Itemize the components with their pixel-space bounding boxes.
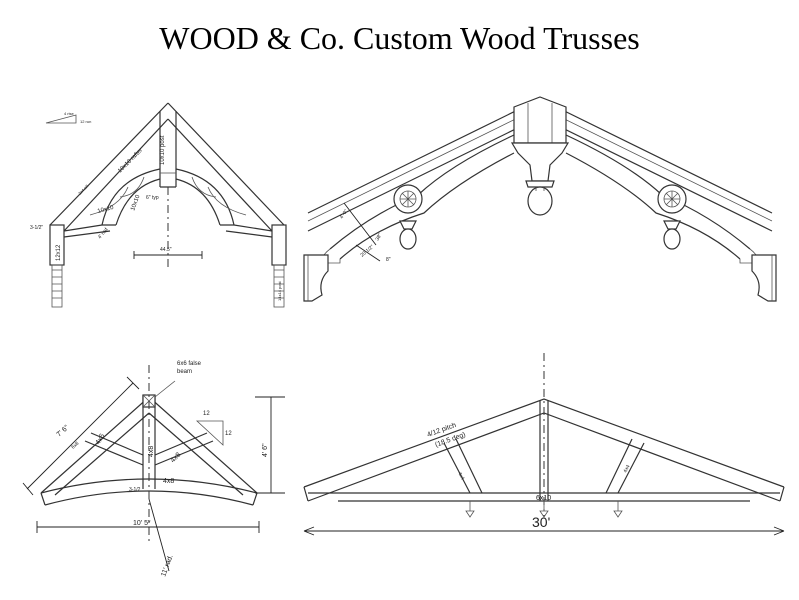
height-label: 4' 6": [262, 443, 269, 457]
span-label: 10' 5": [133, 520, 151, 527]
posts: [49, 224, 287, 308]
center-king-post: [510, 96, 570, 216]
bolt-hangers: [465, 501, 623, 518]
upper-braces: [89, 176, 247, 216]
ornamental-truss-drawing: 4'-0" 20 1/2" 38" 8": [303, 96, 777, 302]
dim-label-c: 38": [375, 232, 384, 242]
right-corbel: [751, 254, 777, 302]
strut-label-2: 4x4: [622, 464, 631, 474]
pitch-note-label: 4 rise: [64, 111, 75, 116]
dim-label-d: 8": [386, 257, 391, 263]
span-label: 30': [532, 514, 550, 530]
struts: [84, 432, 214, 466]
struts: [443, 438, 645, 494]
rafters: [49, 102, 285, 232]
tie-label: 4x8: [163, 478, 174, 485]
arch-radius-label: 4' rad: [97, 227, 110, 240]
pitch-run-label: 12: [225, 431, 232, 437]
overhang-label: 3-1/2": [30, 225, 43, 231]
tie-dimension-label: 3-1/2: [129, 487, 141, 493]
left-post-label: 12x12: [56, 244, 62, 261]
queen-truss-drawing: 4/12 pitch (18.5 deg) 4x4 4x4 6x10 30': [303, 353, 785, 536]
right-rosette: [657, 184, 687, 250]
arch-braces: [101, 168, 235, 226]
pitch-indicator: 4 rise 12 run: [45, 111, 91, 124]
rafter-length-label: 7' 6": [56, 424, 71, 439]
pitch-rise-label: 12: [203, 411, 210, 417]
left-rosette: [393, 184, 423, 250]
left-corbel: [303, 254, 329, 302]
brace-label: 10x10: [130, 194, 141, 212]
tie-label: 10x10: [97, 205, 115, 215]
radius-label: 11' rad.: [160, 554, 174, 578]
strut-label: 4x4: [456, 471, 465, 481]
false-beam-label-2: beam: [177, 369, 192, 375]
tie-label: 6x10: [536, 495, 551, 502]
page-title: WOOD & Co. Custom Wood Trusses: [159, 20, 640, 56]
king-post-truss-drawing: 4 rise 12 run: [30, 102, 287, 308]
pitch-note-label-2: 12 run: [80, 119, 91, 124]
rafter-size-label: 6x8: [70, 440, 80, 450]
top-chords: [303, 398, 785, 502]
upper-brace-label: 6" typ: [146, 195, 159, 201]
king-post-label: 10x10 post: [160, 135, 166, 165]
post-label: 4x8: [148, 446, 155, 457]
tie-beams: [63, 224, 273, 238]
brace-label: 4x8: [169, 451, 182, 464]
dim-label-a: 4'-0": [339, 208, 350, 220]
false-beam-label: 6x6 false: [177, 361, 202, 367]
right-post-label: 14x14 post: [277, 281, 282, 301]
spread-label: 44.5": [160, 247, 172, 253]
rafter-size-label-2: 4x6: [95, 433, 107, 446]
arched-truss-drawing: 6x6 false beam 7' 6" 6x8 4x6 4x8 4x8 4x8…: [22, 361, 285, 578]
